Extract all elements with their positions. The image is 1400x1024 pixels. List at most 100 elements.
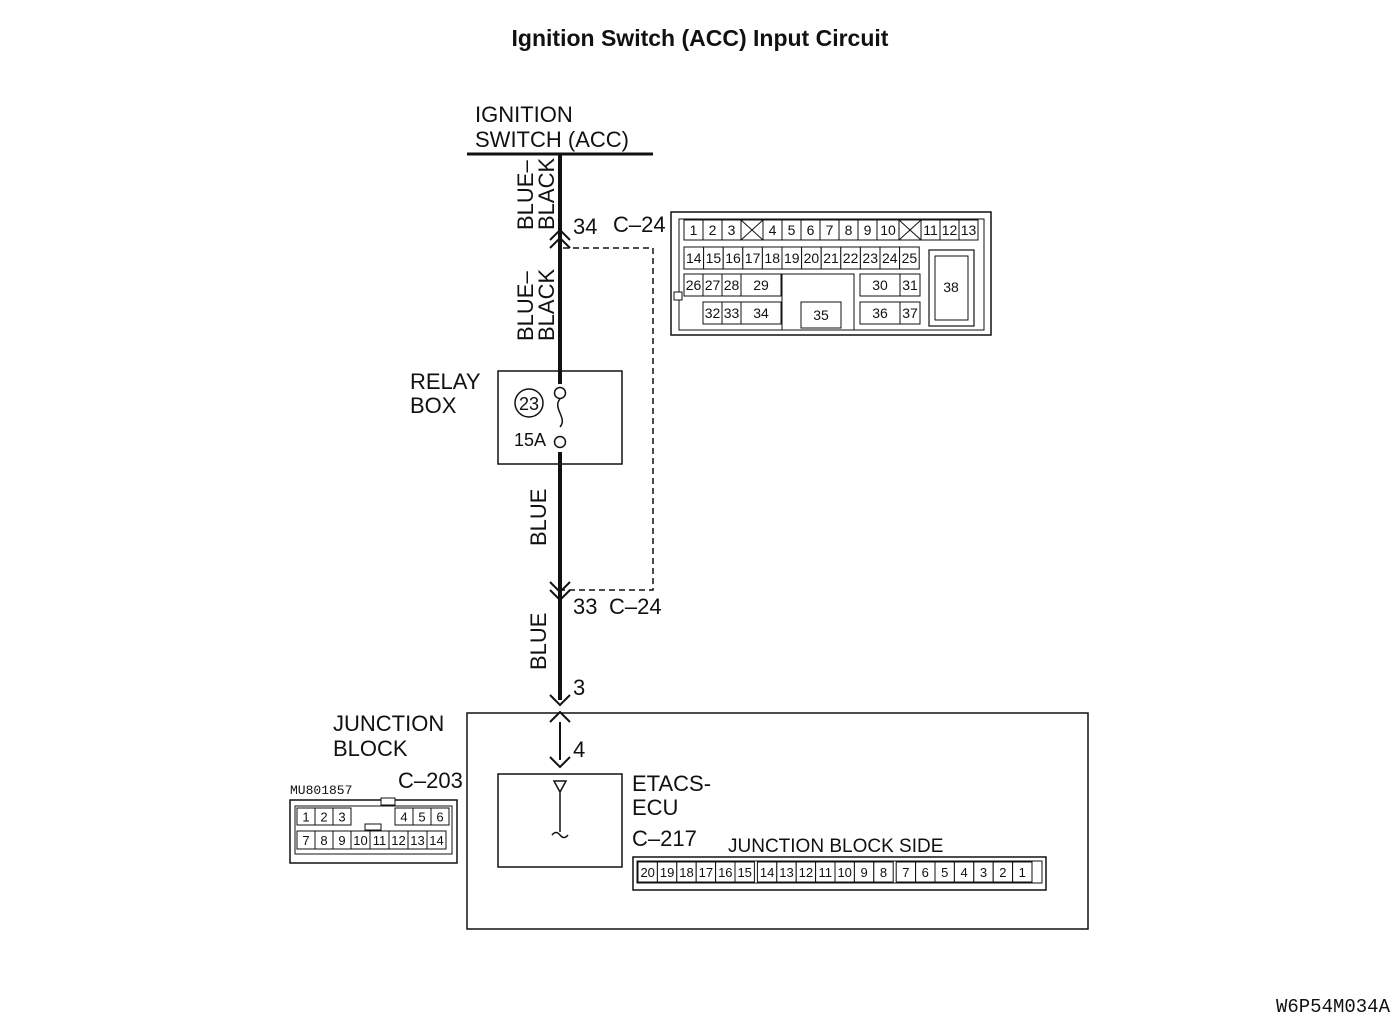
c217-connector-label: C–217: [632, 826, 697, 851]
pin-number: 36: [872, 305, 888, 321]
svg-text:BLUE: BLUE: [526, 613, 551, 670]
pin-number: 18: [679, 865, 693, 880]
pin-cell: [332, 807, 352, 826]
pin-number: 1: [1019, 865, 1026, 880]
etacs-label-line2: ECU: [632, 795, 678, 820]
pin-number: 8: [880, 865, 887, 880]
pin-number: 10: [880, 222, 896, 238]
pin-number: 29: [753, 277, 769, 293]
pin-number: 11: [373, 833, 387, 848]
pin-number: 37: [902, 305, 918, 321]
pin-number: 18: [764, 250, 780, 266]
etacs-input-symbol: [551, 780, 569, 839]
pin-number: 6: [436, 810, 443, 825]
etacs-label-line1: ETACS-: [632, 771, 711, 796]
pin-number: 12: [942, 222, 958, 238]
pin-number: 25: [902, 250, 918, 266]
pin-number: 31: [902, 277, 918, 293]
pin-number: 14: [760, 865, 774, 880]
c24-dashed-bracket: [563, 247, 654, 591]
pin-number: 10: [837, 865, 851, 880]
pin-cell: [430, 807, 450, 826]
diagram-title: Ignition Switch (ACC) Input Circuit: [512, 25, 889, 51]
pin-number: 5: [788, 222, 796, 238]
pin-number: 5: [941, 865, 948, 880]
pin-number: 17: [745, 250, 761, 266]
pin-number: 6: [807, 222, 815, 238]
svg-text:BLUE: BLUE: [526, 489, 551, 546]
figure-code: W6P54M034A: [1276, 996, 1391, 1018]
pin-number: 16: [718, 865, 732, 880]
pin-number: 9: [864, 222, 872, 238]
pin-number: 13: [410, 833, 424, 848]
ignition-switch-label-line1: IGNITION: [475, 102, 573, 127]
pin-4-label: 4: [573, 737, 585, 762]
pin-number: 17: [699, 865, 713, 880]
pin-number: 8: [320, 833, 327, 848]
pin-number: 12: [391, 833, 405, 848]
junction-block-side-label: JUNCTION BLOCK SIDE: [728, 836, 943, 857]
pin-number: 1: [302, 810, 309, 825]
pin-number: 11: [923, 222, 938, 238]
pin-number: 24: [882, 250, 898, 266]
pin-cell: [899, 301, 921, 325]
svg-text:BLACK: BLACK: [534, 269, 559, 341]
junction-block-label-line2: BLOCK: [333, 736, 408, 761]
pin-cell: [734, 861, 755, 883]
pin-number: 3: [728, 222, 736, 238]
junction-block: [466, 712, 1089, 930]
pin-number: 5: [418, 810, 425, 825]
pin-number: 16: [725, 250, 741, 266]
pin-cell: [426, 830, 447, 850]
pin-number: 14: [686, 250, 702, 266]
svg-text:BLACK: BLACK: [534, 158, 559, 230]
pin-number: 19: [784, 250, 800, 266]
svg-text:BLUE–: BLUE–: [513, 160, 538, 230]
wire-color-lower2: BLUE: [526, 613, 551, 670]
pin-number: 11: [819, 865, 833, 880]
pin-number: 35: [813, 307, 829, 323]
pin-number: 7: [826, 222, 834, 238]
pin-number: 2: [709, 222, 717, 238]
ignition-switch-label-line2: SWITCH (ACC): [475, 127, 629, 152]
pin-number: 28: [724, 277, 740, 293]
pin-34-label: 34: [573, 214, 597, 239]
c203-connector-label: C–203: [398, 768, 463, 793]
etacs-ecu-box: [497, 773, 623, 868]
pin-number: 4: [960, 865, 967, 880]
svg-text:BLUE–: BLUE–: [513, 271, 538, 341]
relay-box-label-line2: BOX: [410, 393, 457, 418]
pin-number: 4: [400, 810, 407, 825]
fuse-number-circle: [514, 388, 544, 418]
pin-number: 34: [753, 305, 769, 321]
c24-mid-connector-label: C–24: [609, 594, 662, 619]
pin-cell: [958, 219, 979, 241]
blank-pin-cross: [740, 219, 764, 241]
pin-number: 7: [902, 865, 909, 880]
pin-number: 2: [320, 810, 327, 825]
pin-number: 10: [353, 833, 367, 848]
c203-part-number: MU801857: [290, 783, 352, 798]
wire-color-upper1: BLUE– BLACK: [513, 158, 559, 230]
pin-number: 33: [724, 305, 740, 321]
pin-number: 6: [922, 865, 929, 880]
pin-number: 9: [338, 833, 345, 848]
pin-cell: [899, 273, 921, 297]
pin-cell: [899, 246, 920, 270]
pin-number: 14: [429, 833, 443, 848]
fuse-number: 23: [519, 394, 539, 414]
pin-number: 32: [705, 305, 721, 321]
pin-number: 2: [999, 865, 1006, 880]
pin-number: 9: [860, 865, 867, 880]
pin-33-label: 33: [573, 594, 597, 619]
pin-number: 7: [302, 833, 309, 848]
pin-number: 15: [706, 250, 722, 266]
pin-number: 13: [961, 222, 977, 238]
pin-number: 12: [799, 865, 813, 880]
pin-3-label: 3: [573, 675, 585, 700]
pin-number: 30: [872, 277, 888, 293]
fuse-rating: 15A: [514, 430, 546, 450]
